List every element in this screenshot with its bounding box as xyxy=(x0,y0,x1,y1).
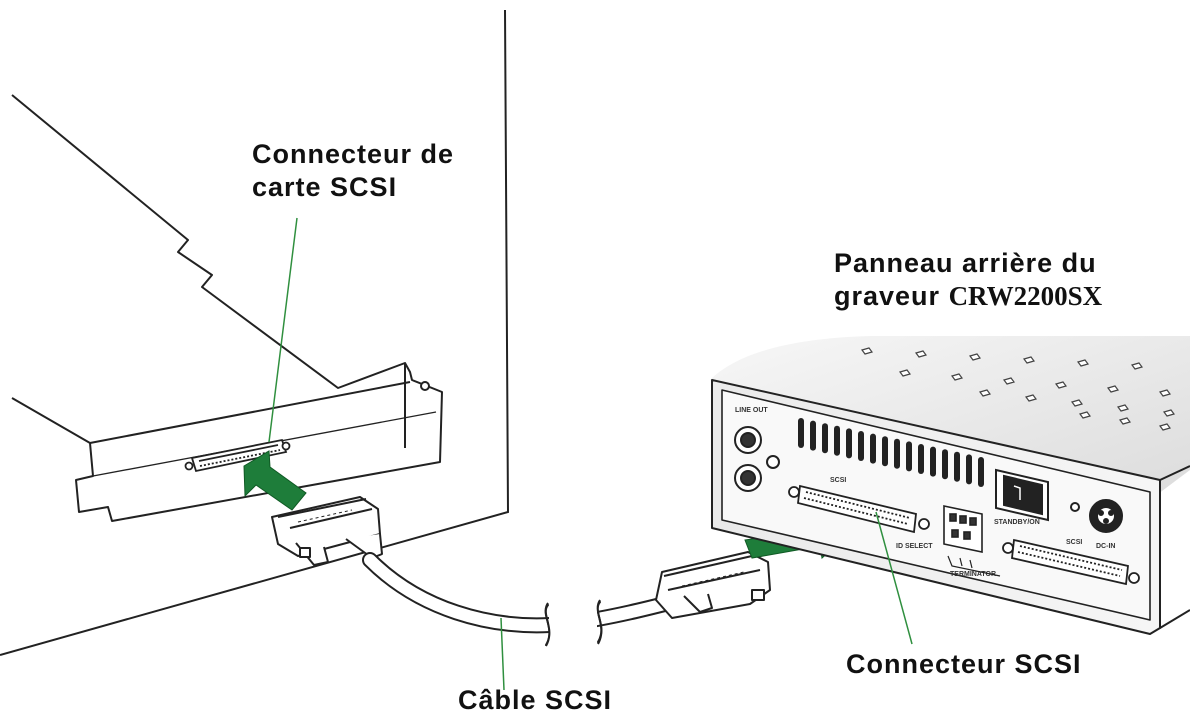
vent-slot xyxy=(834,425,840,456)
vent-slot xyxy=(870,433,876,464)
vent-slot xyxy=(978,457,984,487)
model-number: CRW2200SX xyxy=(948,281,1103,311)
terminator-marking: TERMINATOR xyxy=(950,571,996,578)
vent-slot xyxy=(882,436,888,467)
device-scsi-connector xyxy=(788,484,930,534)
vent-square xyxy=(1078,411,1092,419)
vent-square xyxy=(1116,404,1130,412)
cable-break-gap xyxy=(549,598,597,648)
vent-slot xyxy=(954,451,960,482)
vent-slot xyxy=(930,446,936,477)
vent-slot xyxy=(810,420,816,451)
cable-plug-right xyxy=(655,551,771,619)
scsi-top-marking: SCSI xyxy=(830,477,846,484)
vent-square xyxy=(950,373,964,381)
vent-square xyxy=(1106,385,1120,393)
card-scsi-connector xyxy=(184,438,291,473)
vent-slot xyxy=(918,444,924,474)
device-top-vents xyxy=(860,347,1176,431)
vent-square xyxy=(978,389,992,397)
id-select-switch xyxy=(943,505,983,553)
vent-square xyxy=(1002,377,1016,385)
rear-panel-label: Panneau arrière du graveur CRW2200SX xyxy=(834,248,1103,311)
vent-square xyxy=(1054,381,1068,389)
vent-slot xyxy=(822,423,828,454)
vent-slot xyxy=(798,418,804,448)
vent-square xyxy=(1158,389,1172,397)
line-out-marking: LINE OUT xyxy=(735,407,768,414)
scsi-cable-label: Câble SCSI xyxy=(458,685,613,715)
vent-slot xyxy=(858,431,864,461)
vent-square xyxy=(1118,417,1132,425)
vent-square xyxy=(860,347,874,355)
vent-square xyxy=(1158,423,1172,431)
vent-square xyxy=(1024,394,1038,402)
cable-plug-left xyxy=(271,496,383,566)
scsi-bottom-marking: SCSI xyxy=(1066,539,1082,546)
vent-square xyxy=(1076,359,1090,367)
standby-switch xyxy=(995,468,1049,522)
scsi-expansion-card xyxy=(11,94,443,522)
vent-slot xyxy=(846,428,852,459)
vent-slot xyxy=(894,438,900,469)
vent-square xyxy=(1070,399,1084,407)
line-out-jacks xyxy=(734,426,780,492)
vent-square xyxy=(898,369,912,377)
vent-slot xyxy=(966,454,972,485)
cd-writer-device xyxy=(710,336,1190,635)
device-scsi-connector-2 xyxy=(1002,538,1140,586)
vent-slot xyxy=(942,449,948,480)
dc-in-marking: DC-IN xyxy=(1096,543,1115,550)
vent-square xyxy=(968,353,982,361)
id-select-marking: ID SELECT xyxy=(896,543,933,550)
insert-arrow-card-icon xyxy=(243,450,307,511)
computer-case-panel xyxy=(0,9,510,656)
card-connector-label: Connecteur de carte SCSI xyxy=(252,139,455,202)
dc-in-socket xyxy=(1070,499,1123,533)
scsi-connector-label: Connecteur SCSI xyxy=(846,649,1082,679)
vent-slot xyxy=(906,441,912,472)
vent-square xyxy=(1130,362,1144,370)
vent-square xyxy=(1022,356,1036,364)
vent-square xyxy=(914,350,928,358)
standby-marking: STANDBY/ON xyxy=(994,519,1040,526)
leader-lines xyxy=(268,217,913,691)
device-face-slots xyxy=(798,418,984,487)
scsi-cable xyxy=(362,552,696,646)
vent-square xyxy=(1162,409,1176,417)
